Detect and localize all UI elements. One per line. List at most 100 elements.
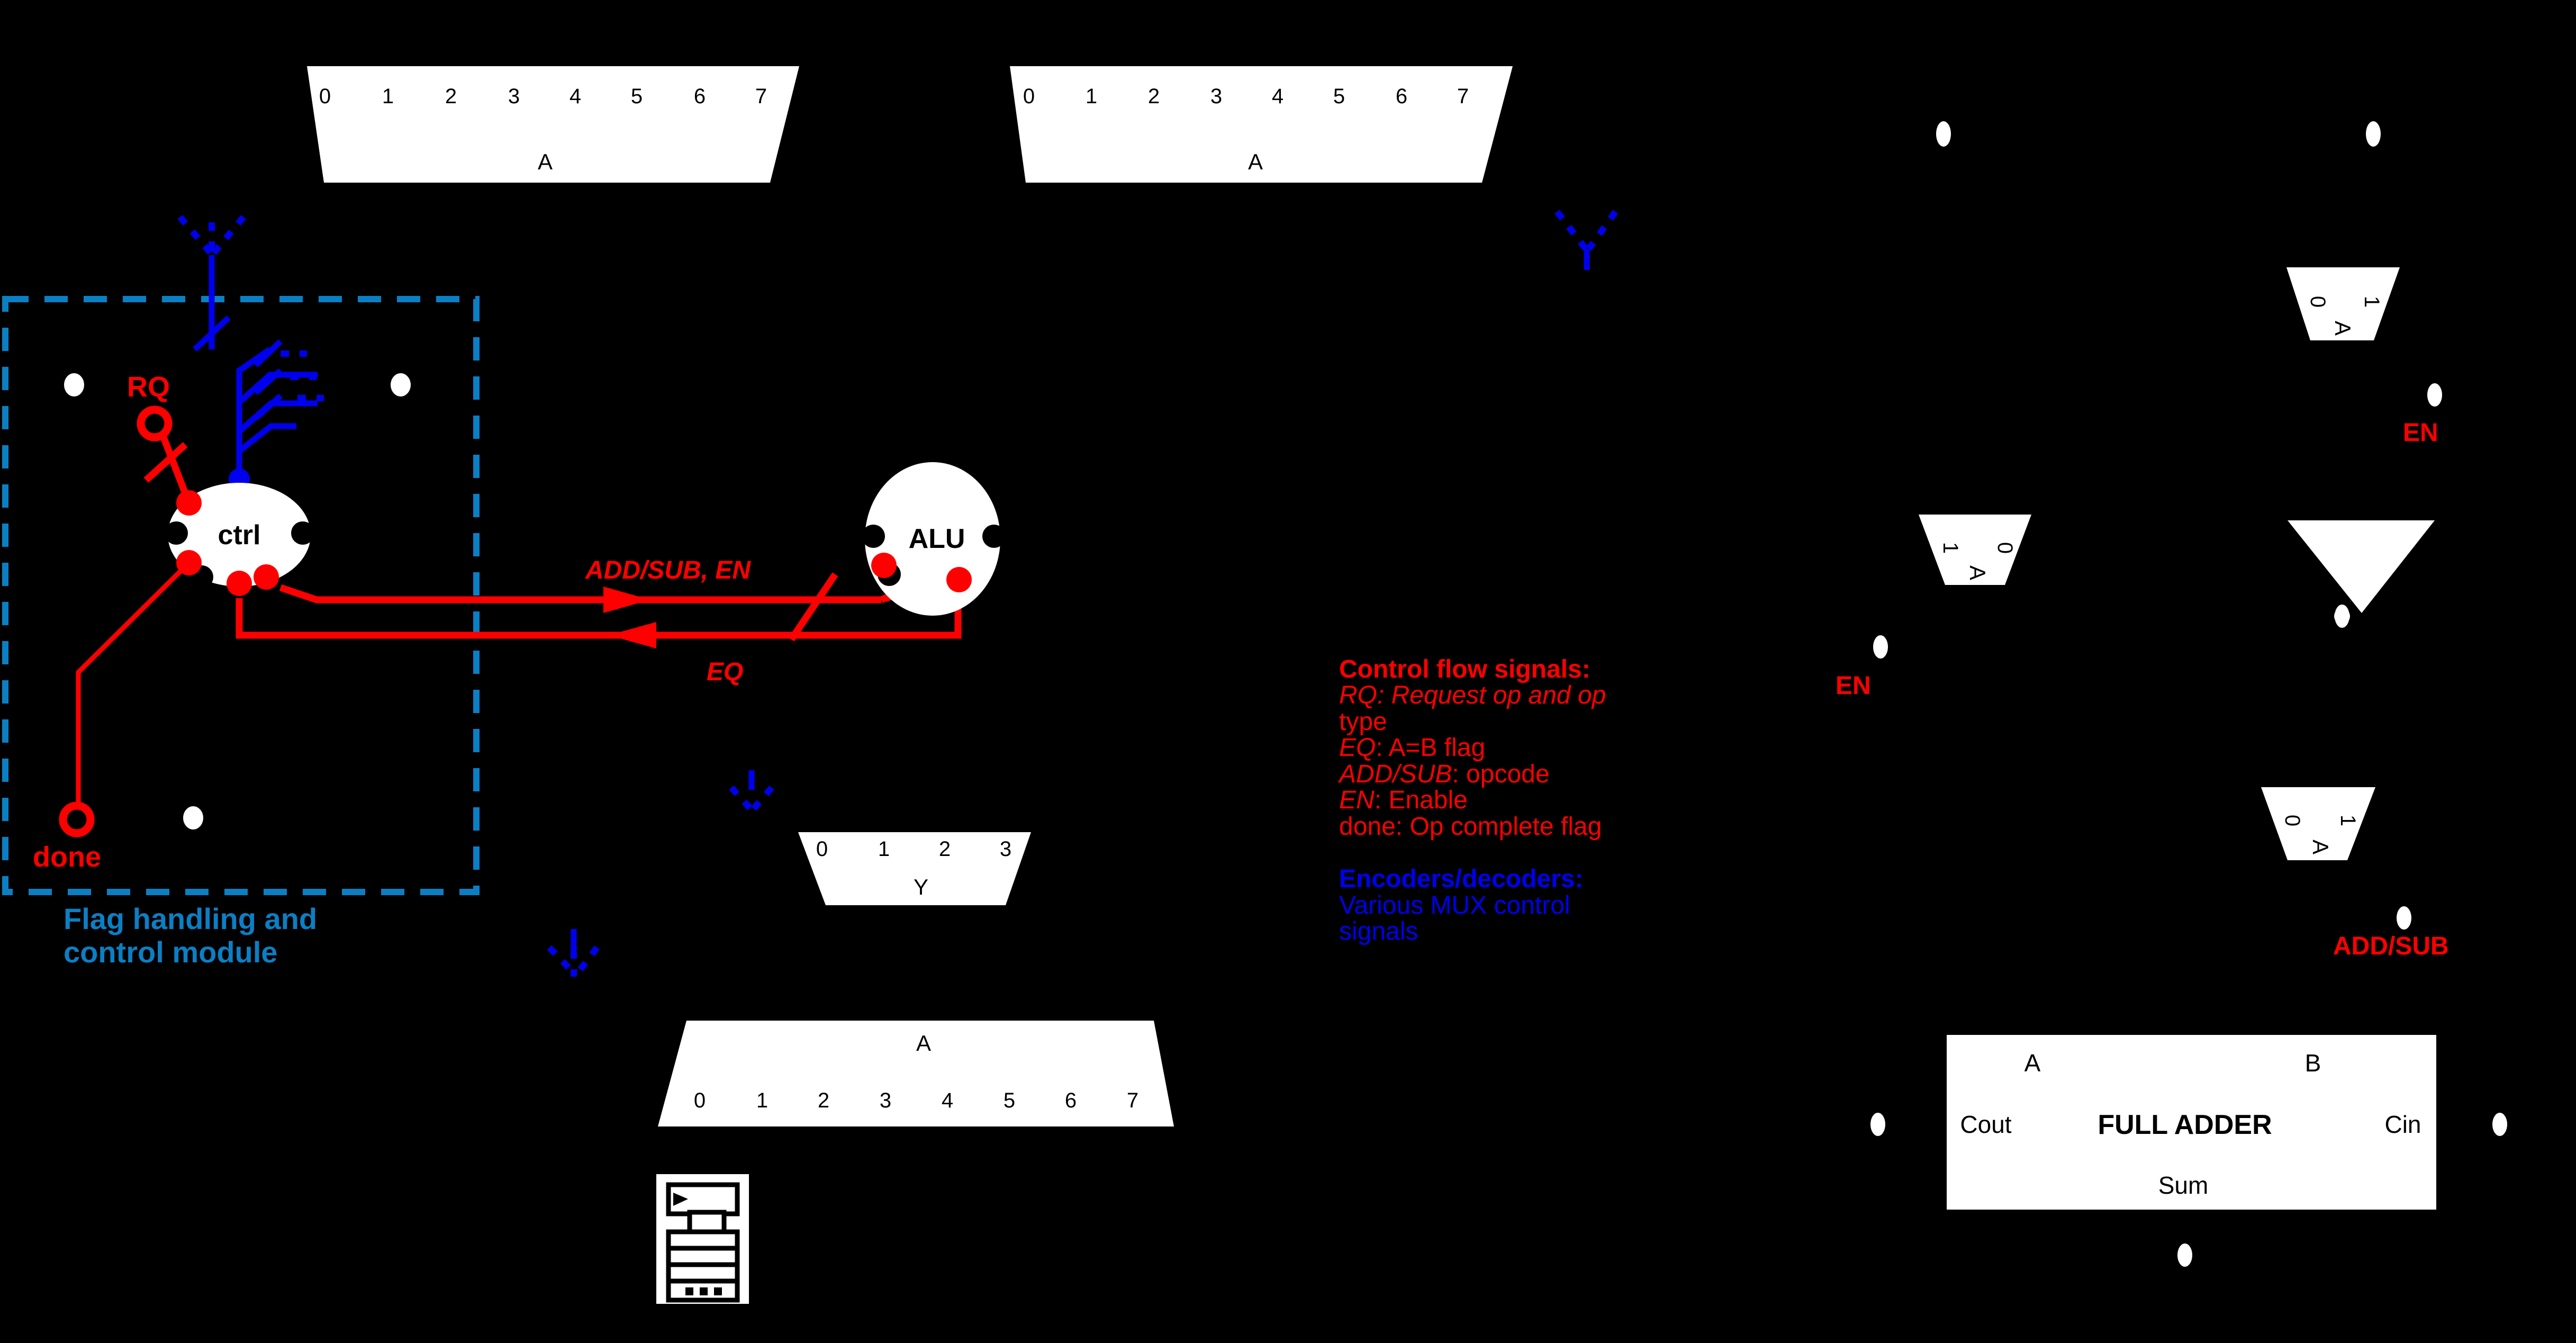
demux-top-left-bit-2: 2 <box>445 85 457 108</box>
ctrl-port-eq <box>227 571 252 596</box>
mux-bottom-a-bit-3: 3 <box>880 1089 891 1112</box>
legend-control-line-4: EN: Enable <box>1339 787 1741 813</box>
mux-a-mid-left-sel-0: 0 <box>1993 542 2017 554</box>
mux-bottom-a-bit-2: 2 <box>818 1089 829 1112</box>
ctrl-node-label: ctrl <box>218 520 261 551</box>
module-pin-tr <box>391 373 411 396</box>
mux-a-mid-left-name: A <box>1965 565 1990 580</box>
demux-top-left-bit-6: 6 <box>694 85 706 108</box>
alu-port-eq-out <box>946 567 972 592</box>
ctrl-port-right <box>291 521 314 545</box>
full-adder-block[interactable]: A B Cout FULL ADDER Cin Sum <box>1947 1035 2436 1210</box>
label-addsub-en-wire: ADD/SUB, EN <box>585 556 751 584</box>
legend-control-heading: Control flow signals: <box>1339 655 1590 683</box>
ctrl-node[interactable]: ctrl <box>168 483 311 587</box>
demux-top-left-bit-5: 5 <box>631 85 643 108</box>
mux-a-top-right-sel-1: 1 <box>2360 296 2383 308</box>
mux-a-mid-left[interactable]: 1 0 A <box>1919 515 2031 585</box>
demux-top-right-bit-1: 1 <box>1086 85 1097 108</box>
full-adder-cin: Cin <box>2384 1111 2421 1138</box>
mux-bottom-a-bit-4: 4 <box>942 1089 953 1112</box>
memory-stack-icon[interactable] <box>656 1174 749 1304</box>
tri-state-buffer-icon[interactable] <box>2288 520 2435 613</box>
mux-y-bit-0: 0 <box>816 837 828 861</box>
ctrl-port-opcode <box>254 564 279 590</box>
label-eq-wire: EQ <box>707 658 744 686</box>
bus-fanout-icon-mid <box>729 770 774 813</box>
demux-top-right[interactable]: 0 1 2 3 4 5 6 7 A <box>1010 66 1513 183</box>
rq-pin-group[interactable] <box>137 405 193 504</box>
pin-right-3 <box>2427 383 2442 407</box>
pin-right-9 <box>2177 1243 2192 1267</box>
alu-port-left <box>862 525 885 548</box>
label-done: done <box>33 841 101 873</box>
demux-top-left-bit-1: 1 <box>382 85 394 108</box>
demux-top-left-bit-4: 4 <box>570 85 581 108</box>
legend-addsub-sig: ADD/SUB <box>1339 760 1452 788</box>
mux-y-name: Y <box>914 875 928 899</box>
label-en-top: EN <box>2403 419 2438 447</box>
mux-a-mid-left-sel-1: 1 <box>1939 542 1962 554</box>
full-adder-cout: Cout <box>1960 1111 2011 1138</box>
demux-top-left[interactable]: 0 1 2 3 4 5 6 7 A <box>307 66 799 183</box>
pin-right-2 <box>2366 121 2381 147</box>
pin-right-8 <box>2492 1113 2507 1136</box>
mux-a-mid-right-sel-1: 1 <box>2336 815 2360 826</box>
full-adder-sum: Sum <box>2158 1171 2209 1199</box>
legend-eq-sig: EQ <box>1339 734 1376 762</box>
module-pin-bc <box>183 806 203 830</box>
legend-control-line-0: RQ: Request op and op <box>1339 682 1741 708</box>
alu-node[interactable]: ALU <box>865 462 1000 616</box>
demux-top-left-bit-0: 0 <box>319 85 331 108</box>
legend-encoder-line-1: signals <box>1339 917 1418 945</box>
mux-a-mid-right[interactable]: 0 1 A <box>2261 787 2375 860</box>
bus-fanout-icon-top-left <box>177 215 246 352</box>
pin-right-4 <box>1873 635 1888 659</box>
mux-a-mid-right-name: A <box>2308 840 2333 854</box>
label-add-sub: ADD/SUB <box>2333 932 2449 960</box>
demux-top-right-bit-5: 5 <box>1333 85 1345 108</box>
demux-top-right-bit-3: 3 <box>1210 85 1222 108</box>
done-pin-group[interactable] <box>59 561 191 837</box>
pin-right-1 <box>1936 121 1951 147</box>
mux-bottom-a-bit-5: 5 <box>1004 1089 1015 1112</box>
legend-control-line-1: type <box>1339 707 1387 736</box>
demux-top-right-bit-2: 2 <box>1148 85 1160 108</box>
ctrl-port-left <box>165 521 188 545</box>
wire-eq <box>236 598 962 648</box>
demux-top-left-bit-3: 3 <box>508 85 520 108</box>
alu-node-label: ALU <box>909 524 965 554</box>
module-caption-line2: control module <box>64 935 278 969</box>
legend-addsub-rest: : opcode <box>1452 760 1550 788</box>
mux-bottom-a-name: A <box>916 1031 931 1056</box>
legend-eq-rest: : A=B flag <box>1376 734 1486 762</box>
mux-y-bit-1: 1 <box>878 837 890 861</box>
mux-a-top-right[interactable]: 0 1 A <box>2286 267 2400 340</box>
mux-bottom-a-bit-1: 1 <box>756 1089 768 1112</box>
full-adder-input-b: B <box>2305 1049 2321 1077</box>
decoder-branch-icon <box>236 339 324 476</box>
pin-right-6 <box>2397 906 2411 930</box>
module-caption: Flag handling and control module <box>64 902 317 969</box>
mux-bottom-a-bit-7: 7 <box>1127 1089 1138 1112</box>
alu-port-ctrl-in <box>871 553 897 578</box>
legend-encoder-heading: Encoders/decoders: <box>1339 865 1584 894</box>
demux-top-right-bit-7: 7 <box>1457 85 1469 108</box>
legend-rq-line: RQ: Request op and op <box>1339 681 1606 710</box>
demux-top-left-bit-7: 7 <box>755 85 767 108</box>
legend-control-line-5: done: Op complete flag <box>1339 812 1602 841</box>
mux-bottom-a[interactable]: A 0 1 2 3 4 5 6 7 <box>658 1021 1174 1126</box>
demux-top-left-name: A <box>538 149 553 174</box>
full-adder-input-a: A <box>2024 1049 2041 1077</box>
mux-y[interactable]: 0 1 2 3 Y <box>798 832 1031 905</box>
legend-control-line-3: ADD/SUB: opcode <box>1339 761 1741 787</box>
alu-port-right <box>982 525 1006 548</box>
mux-bottom-a-bit-0: 0 <box>694 1089 706 1112</box>
label-en-left: EN <box>1836 672 1871 700</box>
legend-panel: Control flow signals: RQ: Request op and… <box>1339 655 1741 945</box>
pin-right-7 <box>1870 1113 1885 1136</box>
buffer-output-pin <box>2334 608 2350 624</box>
mux-bottom-a-bit-6: 6 <box>1065 1089 1077 1112</box>
